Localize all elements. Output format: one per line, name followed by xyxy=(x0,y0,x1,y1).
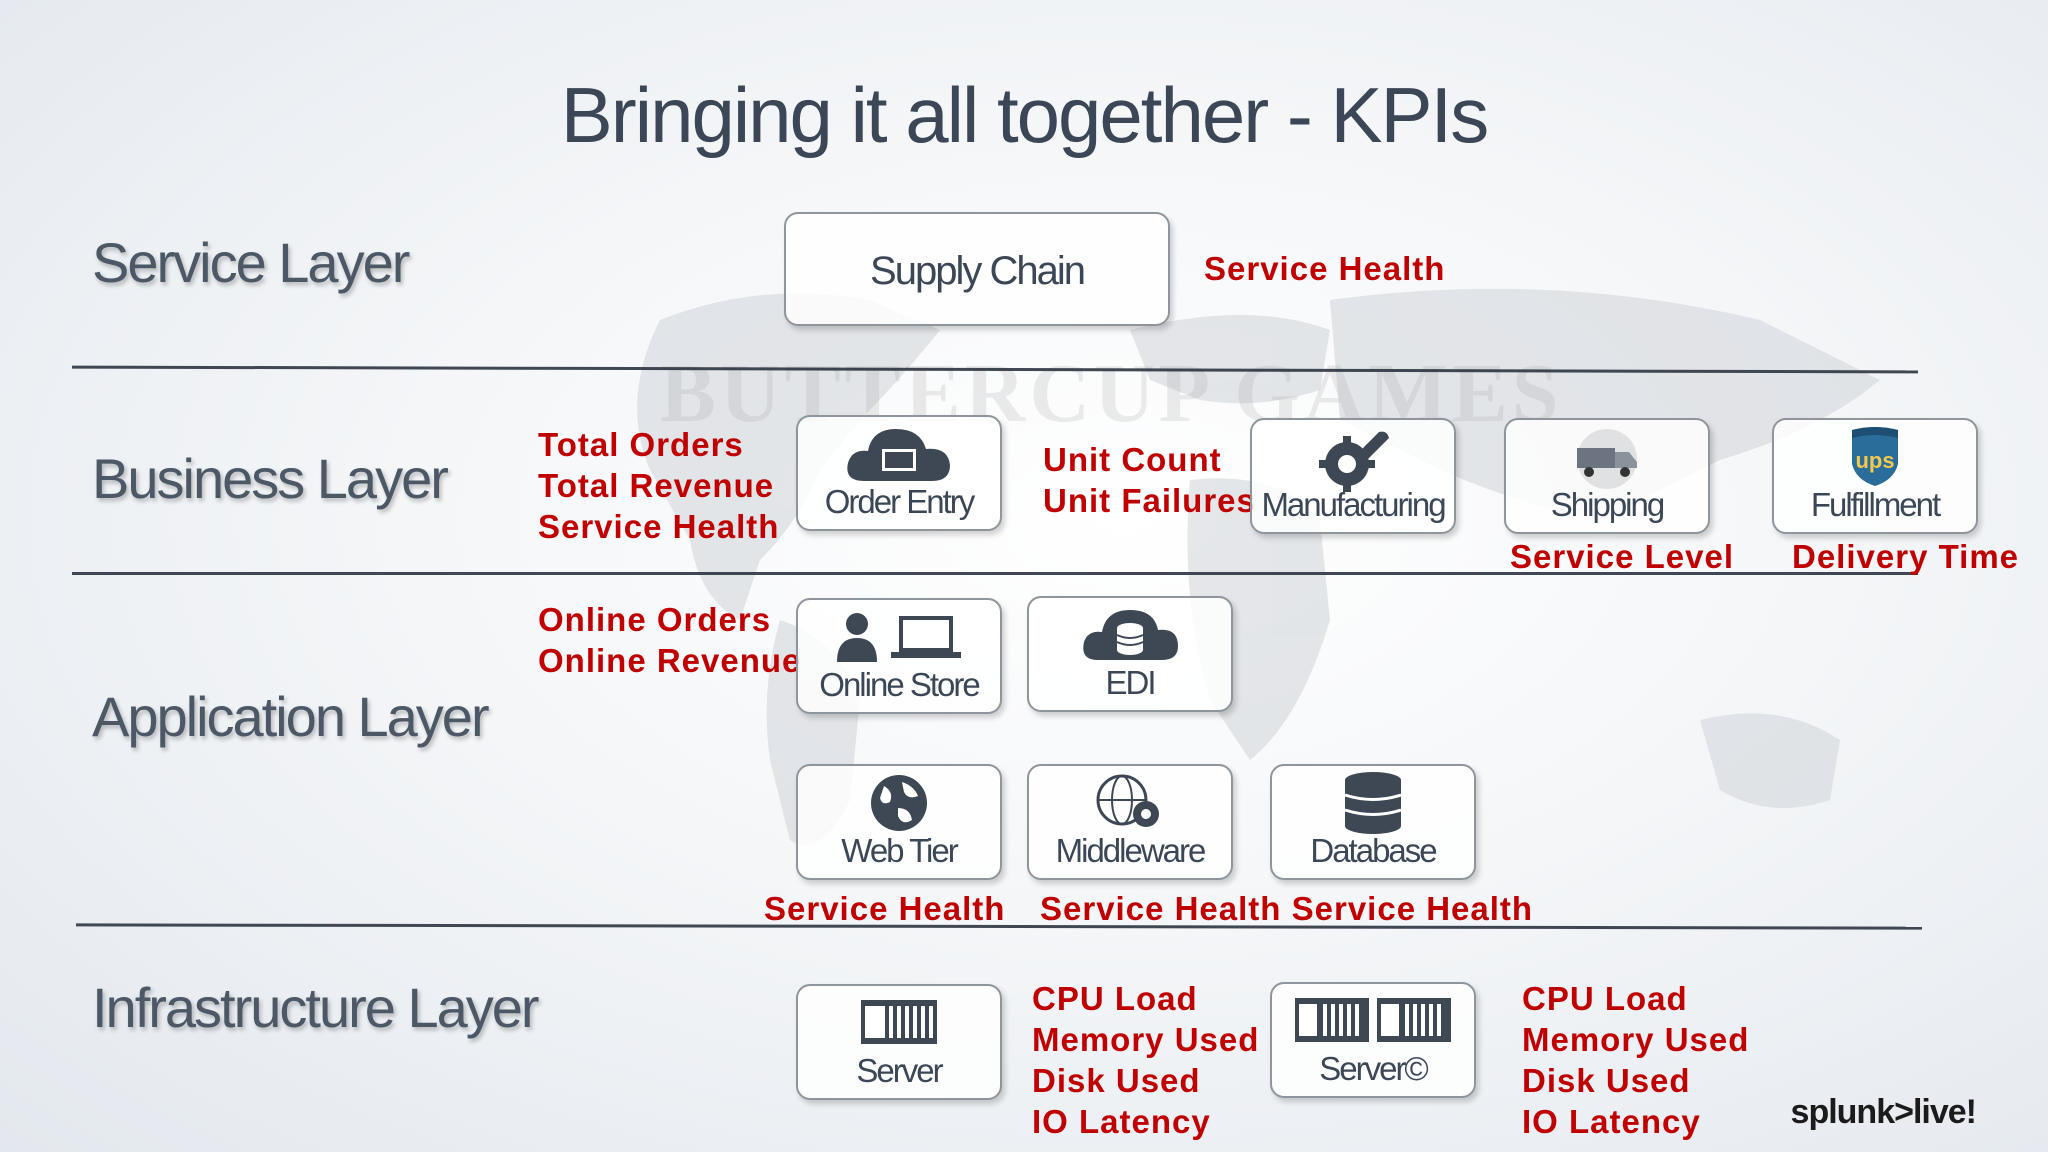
kpi-item: CPU Load xyxy=(1032,980,1198,1017)
layer-label-business: Business Layer xyxy=(92,447,449,510)
globe-gear-icon xyxy=(1096,774,1159,827)
manufacturing-label: Manufacturing xyxy=(1261,486,1446,523)
database-icon xyxy=(1344,772,1402,834)
kpi-server2-list: CPU Load Memory Used Disk Used IO Latenc… xyxy=(1522,978,1749,1142)
order-entry-label: Order Entry xyxy=(824,483,976,520)
layer-label-application: Application Layer xyxy=(92,685,490,748)
kpi-middleware-database-health: Service Health Service Health xyxy=(1040,890,1534,927)
kpi-item: Service Health xyxy=(538,508,780,545)
kpi-online-list: Online Orders Online Revenue xyxy=(538,599,801,681)
kpi-item: Online Revenue xyxy=(538,642,802,679)
kpi-item: IO Latency xyxy=(1032,1103,1211,1140)
server-cluster-box[interactable]: Server© xyxy=(1270,982,1476,1098)
supply-chain-box[interactable]: Supply Chain xyxy=(784,212,1170,326)
server-box[interactable]: Server xyxy=(796,984,1002,1100)
cloud-database-icon xyxy=(1083,610,1178,660)
server-rack-icon xyxy=(861,1000,937,1044)
ups-shield-icon: ups xyxy=(1852,427,1898,486)
supply-chain-label: Supply Chain xyxy=(870,249,1086,293)
layer-label-service: Service Layer xyxy=(92,231,410,294)
kpi-item: Unit Count xyxy=(1043,441,1222,478)
kpi-item: Memory Used xyxy=(1522,1021,1750,1058)
kpi-item: Total Revenue xyxy=(538,467,775,504)
server-cluster-icon xyxy=(1295,998,1451,1042)
order-entry-box[interactable]: Order Entry xyxy=(796,415,1002,531)
web-tier-label: Web Tier xyxy=(841,832,958,869)
shipping-label: Shipping xyxy=(1550,486,1665,523)
database-label: Database xyxy=(1310,832,1437,869)
kpi-item: Memory Used xyxy=(1032,1021,1260,1058)
kpi-item: Unit Failures xyxy=(1043,482,1256,519)
fulfillment-label: Fulfillment xyxy=(1810,486,1941,523)
web-tier-box[interactable]: Web Tier xyxy=(796,764,1002,880)
kpi-business-list: Total Orders Total Revenue Service Healt… xyxy=(538,424,779,547)
user-laptop-icon xyxy=(837,613,961,662)
database-box[interactable]: Database xyxy=(1270,764,1476,880)
slide-title: Bringing it all together - KPIs xyxy=(560,71,1489,159)
edi-label: EDI xyxy=(1105,664,1156,701)
middleware-box[interactable]: Middleware xyxy=(1027,764,1233,880)
gear-wrench-icon xyxy=(1319,431,1389,492)
manufacturing-box[interactable]: Manufacturing xyxy=(1250,418,1456,534)
kpi-item: Online Orders xyxy=(538,601,772,638)
cloud-monitor-icon xyxy=(847,429,950,481)
kpi-item: Disk Used xyxy=(1032,1062,1201,1099)
kpi-delivery-time: Delivery Time xyxy=(1792,538,2020,575)
online-store-box[interactable]: Online Store xyxy=(796,598,1002,714)
kpi-item: Total Orders xyxy=(538,426,744,463)
truck-icon xyxy=(1577,429,1637,489)
ups-text: ups xyxy=(1855,448,1894,473)
kpi-manufacturing-list: Unit Count Unit Failures xyxy=(1043,439,1256,521)
kpi-service-health: Service Health xyxy=(1204,250,1446,287)
splunk-live-logo: splunk>live! xyxy=(1790,1093,1977,1131)
kpi-service-level: Service Level xyxy=(1510,538,1734,575)
kpi-item: IO Latency xyxy=(1522,1103,1701,1140)
shipping-box[interactable]: Shipping xyxy=(1504,418,1710,534)
globe-icon xyxy=(871,775,927,831)
server-cluster-label: Server© xyxy=(1319,1050,1429,1087)
divider-line xyxy=(72,572,1918,575)
kpi-server1-list: CPU Load Memory Used Disk Used IO Latenc… xyxy=(1032,978,1259,1142)
online-store-label: Online Store xyxy=(819,666,980,703)
middleware-label: Middleware xyxy=(1055,832,1207,869)
kpi-web-tier-health: Service Health xyxy=(764,890,1006,927)
server-label: Server xyxy=(856,1052,943,1089)
edi-box[interactable]: EDI xyxy=(1027,596,1233,712)
kpi-item: Disk Used xyxy=(1522,1062,1691,1099)
kpi-item: CPU Load xyxy=(1522,980,1688,1017)
layer-label-infrastructure: Infrastructure Layer xyxy=(92,976,540,1039)
fulfillment-box[interactable]: ups Fulfillment xyxy=(1772,418,1978,534)
